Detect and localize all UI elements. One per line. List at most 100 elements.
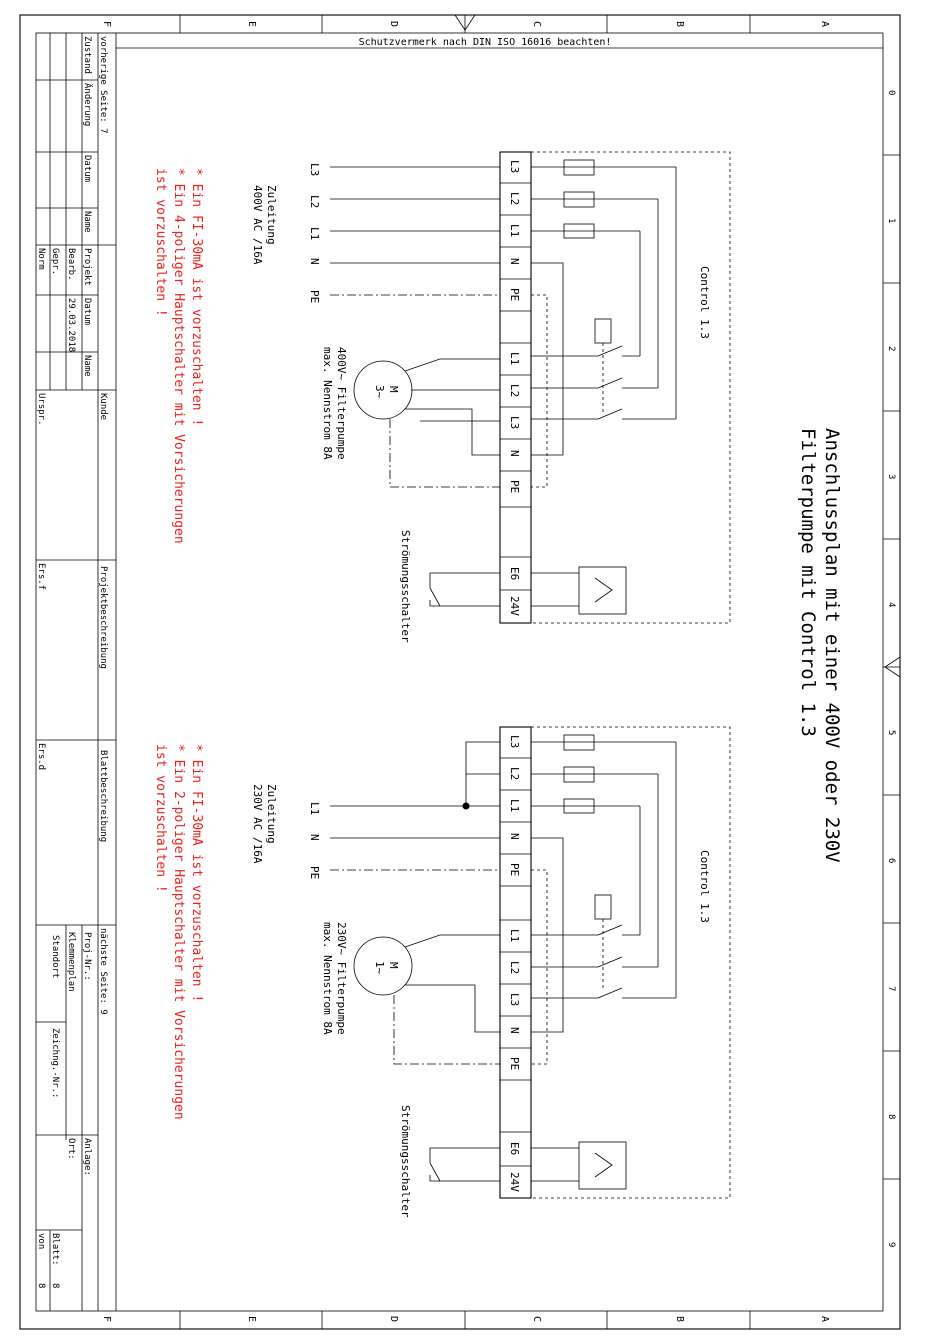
supply-label: Zuleitung: [265, 784, 278, 844]
supply-input-n: N: [308, 834, 321, 841]
terminal-label: 24V: [508, 1172, 521, 1192]
pump-label: 230V~ Filterpumpe: [335, 922, 348, 1035]
motor-symbol: M: [387, 386, 400, 393]
terminal-label: E6: [508, 567, 521, 580]
column-label: C: [531, 1316, 542, 1322]
note-fi: * Ein FI-30mA ist vorzuschalten !: [189, 744, 204, 1002]
supply-input-l2: L2: [308, 195, 321, 208]
supply-rating: 400V AC /16A: [251, 185, 264, 265]
tb-blatt: Blatt:: [50, 1233, 60, 1266]
column-label: D: [388, 21, 399, 27]
terminal-label: 24V: [508, 596, 521, 616]
row-label: 6: [886, 858, 896, 863]
terminal-label: N: [508, 1027, 521, 1034]
terminal-label: L2: [508, 767, 521, 780]
tb-norm: Norm: [36, 248, 46, 270]
tb-standort: Standort: [50, 935, 60, 978]
supply-rating: 230V AC /16A: [251, 784, 264, 864]
flow-switch-label: Strömungsschalter: [399, 1105, 412, 1218]
terminal-label: N: [508, 450, 521, 457]
motor-phase: 3~: [373, 385, 386, 399]
terminal-label: L1: [508, 224, 521, 237]
tb-datum: Datum: [82, 155, 92, 182]
tb-ers-d: Ers.d: [36, 743, 46, 770]
column-label: B: [674, 21, 685, 27]
motor-symbol: M: [387, 962, 400, 969]
terminal-label: PE: [508, 288, 521, 301]
terminal-label: L3: [508, 416, 521, 429]
note-fi: * Ein FI-30mA ist vorzuschalten !: [189, 168, 204, 426]
tb-bearb: Bearb.: [66, 248, 76, 281]
terminal-label: L3: [508, 993, 521, 1006]
column-label: D: [388, 1316, 399, 1322]
row-label: 1: [886, 218, 896, 223]
row-label: 0: [886, 90, 896, 95]
tb-blattbeschreibung: Blattbeschreibung: [98, 750, 108, 842]
tb-von: von: [36, 1233, 46, 1249]
next-page: nächste Seite: 9: [98, 928, 108, 1015]
diagram-title-line1: Anschlussplan mit einer 400V oder 230V: [821, 428, 843, 863]
tb-kunde: Kunde: [98, 393, 108, 420]
tb-date-value: 29.03.2018: [66, 298, 76, 352]
terminal-label: L2: [508, 192, 521, 205]
column-label: B: [674, 1316, 685, 1322]
terminal-label: L3: [508, 735, 521, 748]
tb-klemmenplan: Klemmenplan: [66, 932, 76, 992]
tb-anlage: Anlage:: [82, 1138, 92, 1176]
tb-zustand: Zustand: [82, 36, 92, 74]
column-label: C: [531, 21, 542, 27]
row-label: 3: [886, 474, 896, 479]
row-label: 4: [886, 602, 896, 607]
pump-current: max. Nennstrom 8A: [321, 922, 334, 1035]
tb-name: Name: [82, 211, 92, 233]
terminal-label: L3: [508, 160, 521, 173]
flow-switch-label: Strömungsschalter: [399, 530, 412, 643]
row-label: 9: [886, 1242, 896, 1247]
tb-ort: Ort:: [66, 1138, 76, 1160]
terminal-label: E6: [508, 1142, 521, 1155]
control-label: Control 1.3: [698, 850, 711, 923]
column-label: A: [819, 21, 830, 27]
tb-projekt: Projekt: [82, 248, 92, 286]
column-label: F: [101, 1316, 112, 1322]
supply-input-l1: L1: [308, 802, 321, 815]
supply-input-pe: PE: [308, 866, 321, 879]
note-main-switch-2: ist vorzuschalten !: [153, 744, 168, 893]
terminal-label: L1: [508, 799, 521, 812]
motor-phase: 1~: [373, 961, 386, 975]
diagram-230v: L1 N PE Zuleitung 230V AC /16A * Ein FI-…: [153, 726, 731, 1218]
note-main-switch-2: ist vorzuschalten !: [153, 168, 168, 317]
row-label: 8: [886, 1114, 896, 1119]
column-label: F: [101, 21, 112, 27]
tb-projektbeschreibung: Projektbeschreibung: [98, 566, 108, 669]
sheet-frame: [19, 14, 901, 1330]
previous-page: vorherige Seite: 7: [98, 36, 108, 134]
tb-zeichng-nr: Zeichng.-Nr.:: [50, 1028, 60, 1098]
pump-label: 400V~ Filterpumpe: [335, 347, 348, 460]
pump-current: max. Nennstrom 8A: [321, 347, 334, 460]
row-label: 7: [886, 986, 896, 991]
tb-von-value: 8: [36, 1283, 46, 1288]
control-label: Control 1.3: [698, 266, 711, 339]
tb-datum-2: Datum: [82, 298, 92, 325]
note-main-switch: * Ein 4-poliger Hauptschalter mit Vorsic…: [171, 168, 186, 544]
supply-input-n: N: [308, 258, 321, 265]
terminal-label: L1: [508, 352, 521, 365]
terminal-label: N: [508, 833, 521, 840]
terminal-label: PE: [508, 1057, 521, 1070]
column-label: E: [246, 1316, 257, 1322]
title-block: [36, 33, 117, 1311]
tb-urspr: Urspr.: [36, 393, 46, 426]
note-main-switch: * Ein 2-poliger Hauptschalter mit Vorsic…: [171, 744, 186, 1120]
tb-gepr: Gepr.: [50, 248, 60, 275]
tb-blatt-value: 8: [50, 1283, 60, 1288]
row-label: 2: [886, 346, 896, 351]
terminal-label: N: [508, 258, 521, 265]
supply-label: Zuleitung: [265, 185, 278, 245]
tb-proj-nr: Proj-Nr.:: [82, 932, 92, 981]
supply-input-pe: PE: [308, 290, 321, 303]
terminal-label: L2: [508, 961, 521, 974]
supply-input-l3: L3: [308, 163, 321, 176]
protection-note: Schutzvermerk nach DIN ISO 16016 beachte…: [359, 37, 612, 48]
